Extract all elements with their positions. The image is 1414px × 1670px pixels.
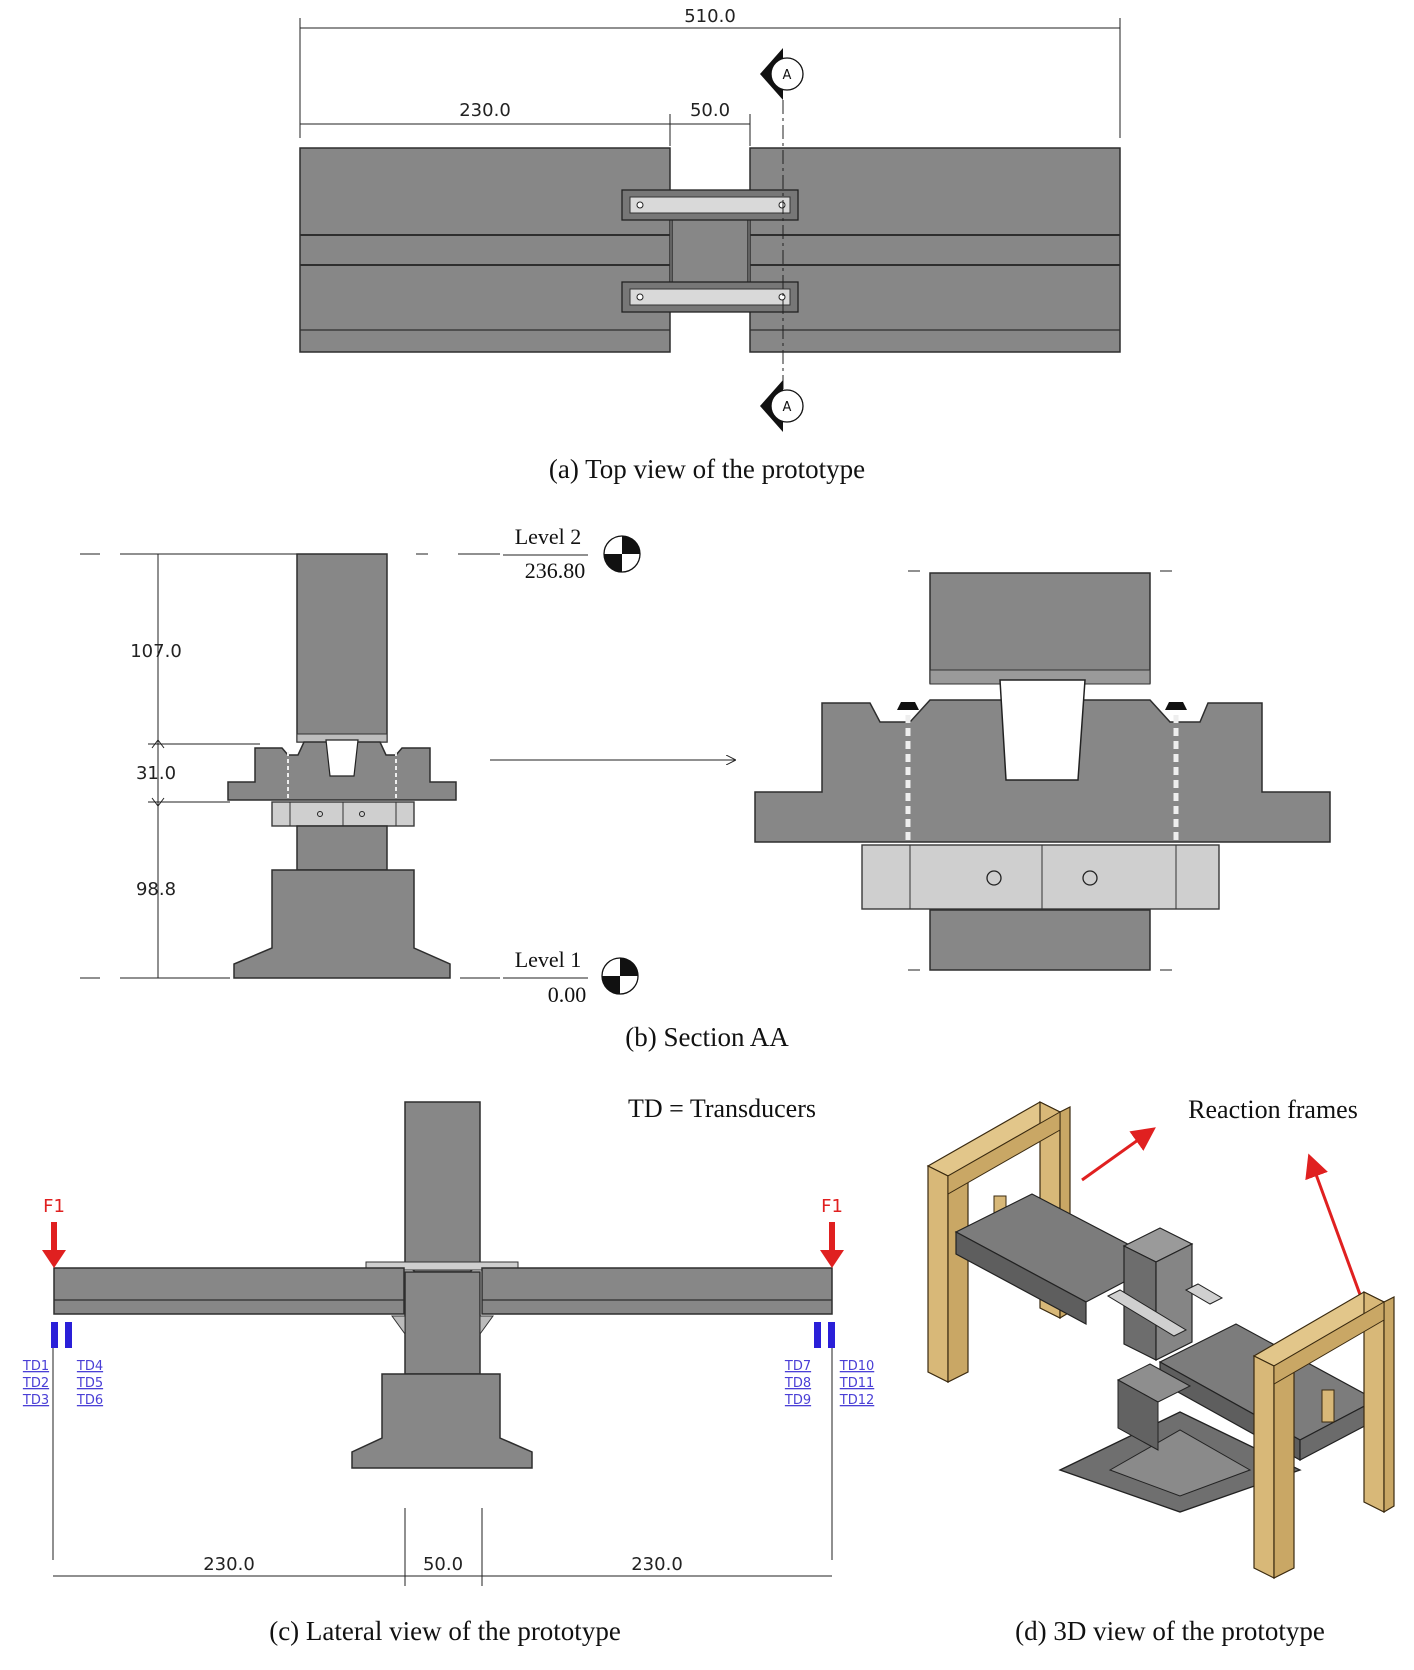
dim-total-label: 510.0 (684, 6, 736, 27)
level1-value: 0.00 (548, 982, 587, 1007)
transducers-right (814, 1322, 835, 1560)
dim-b-mid: 31.0 (136, 763, 176, 784)
lateral-right-beam (481, 1267, 833, 1315)
transducers-left (51, 1322, 72, 1560)
td-label: TD11 (839, 1376, 875, 1391)
force-left: F1 (42, 1196, 66, 1268)
caption-c: (c) Lateral view of the prototype (269, 1616, 621, 1646)
dimension-total: 510.0 (299, 6, 1121, 138)
upper-column-section (296, 553, 388, 743)
steel-plate-3d (1106, 1289, 1188, 1337)
td-label: TD1 (22, 1359, 49, 1374)
lateral-column-joint (404, 1271, 481, 1375)
section-marker-top-label: A (783, 68, 792, 83)
force-left-label: F1 (43, 1196, 65, 1217)
level2-value: 236.80 (525, 558, 586, 583)
transducer-legend: TD = Transducers (628, 1094, 816, 1123)
td-label: TD12 (839, 1393, 875, 1408)
td-label: TD8 (784, 1376, 811, 1391)
section-marker-bottom-label: A (783, 400, 792, 415)
steel-plate-upper (621, 189, 799, 221)
force-right-label: F1 (821, 1196, 843, 1217)
level2-marker: Level 2 236.80 (503, 524, 641, 583)
enlarged-detail (754, 570, 1331, 971)
td-label: TD2 (22, 1376, 49, 1391)
caption-d: (d) 3D view of the prototype (1015, 1616, 1325, 1646)
right-beam-top (749, 147, 1121, 353)
lateral-left-beam (53, 1267, 405, 1315)
annotation-arrow-1 (1081, 1127, 1156, 1182)
panel-c-lateral-view: TD = Transducers F1 F1 (22, 1094, 874, 1646)
dim-c-mid: 50.0 (423, 1554, 463, 1575)
steel-connector-section (271, 801, 415, 827)
section-vertical-dims: 107.0 31.0 98.8 (130, 554, 260, 978)
td-label: TD10 (839, 1359, 875, 1374)
force-right: F1 (820, 1196, 844, 1268)
force-left-arrow-icon (42, 1250, 66, 1268)
steel-plate-lower (621, 281, 799, 313)
td-labels-right-col1: TD7 TD8 TD9 (784, 1359, 811, 1408)
panel-d-3d-view: Reaction frames (926, 1095, 1395, 1646)
dim-left-label: 230.0 (459, 100, 511, 121)
td-label: TD4 (76, 1359, 103, 1374)
td-label: TD6 (76, 1393, 103, 1408)
dim-c-right: 230.0 (631, 1554, 683, 1575)
caption-b: (b) Section AA (625, 1022, 789, 1052)
lateral-foundation (351, 1373, 533, 1469)
detail-upper-column (929, 572, 1151, 684)
dimension-left-gap: 230.0 50.0 (300, 100, 751, 146)
section-marker-bottom: A (760, 380, 804, 432)
lateral-dimensions: 230.0 50.0 230.0 (53, 1508, 832, 1586)
detail-void (999, 679, 1086, 781)
left-beam-top (299, 147, 671, 353)
force-right-arrow-icon (820, 1250, 844, 1268)
foundation-section (233, 869, 451, 979)
td-labels-right-col2: TD10 TD11 TD12 (839, 1359, 875, 1408)
caption-a: (a) Top view of the prototype (549, 454, 865, 484)
panel-a-top-view: 510.0 230.0 50.0 (299, 6, 1121, 484)
level1-marker: Level 1 0.00 (503, 947, 639, 1007)
lower-column-section (296, 825, 388, 871)
section-marker-top: A (760, 48, 804, 100)
td-labels-left-col1: TD1 TD2 TD3 (22, 1359, 49, 1408)
void-section (325, 739, 359, 777)
dim-c-left: 230.0 (203, 1554, 255, 1575)
detail-lower-column (929, 909, 1151, 971)
dim-b-bottom: 98.8 (136, 879, 176, 900)
td-label: TD3 (22, 1393, 49, 1408)
td-label: TD9 (784, 1393, 811, 1408)
level2-name: Level 2 (515, 524, 582, 549)
td-labels-left-col2: TD4 TD5 TD6 (76, 1359, 103, 1408)
detail-steel-connector (861, 844, 1220, 910)
dim-gap-label: 50.0 (690, 100, 730, 121)
reaction-frame-right (1252, 1291, 1395, 1579)
annotation-arrow-2 (1305, 1153, 1364, 1301)
reaction-frames-annotation: Reaction frames (1188, 1095, 1358, 1124)
td-label: TD7 (784, 1359, 811, 1374)
td-label: TD5 (76, 1376, 103, 1391)
dim-b-top: 107.0 (130, 641, 182, 662)
panel-b-section: 107.0 31.0 98.8 Level 2 236.80 (80, 524, 1331, 1052)
lateral-upper-column (404, 1101, 481, 1273)
level1-name: Level 1 (515, 947, 582, 972)
lateral-steel-plate (365, 1261, 519, 1271)
